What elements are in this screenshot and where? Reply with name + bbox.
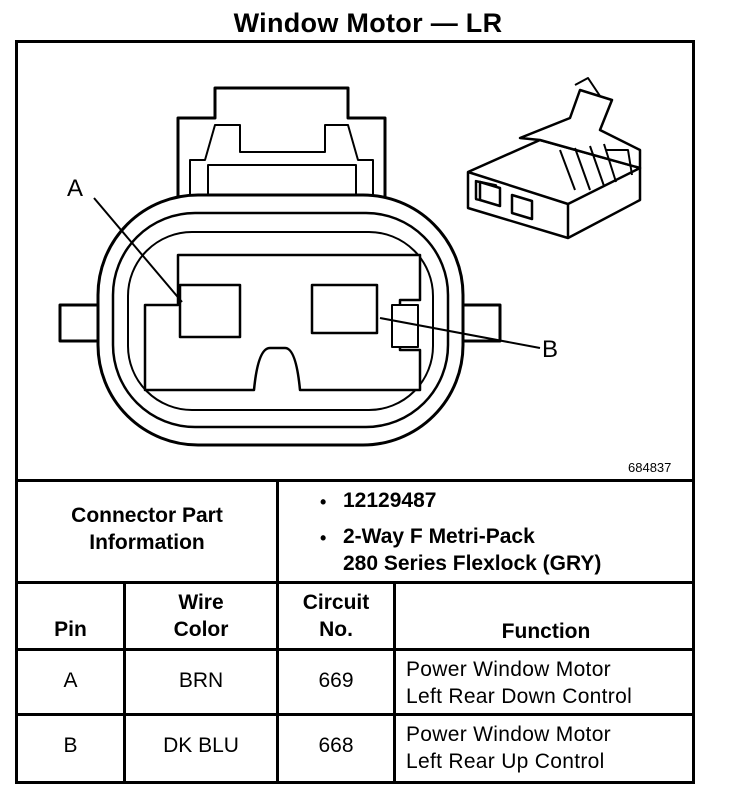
table-row-circuit: 668 <box>318 734 354 757</box>
leader-a <box>93 197 183 303</box>
connector-info-label: Connector Part Information <box>71 504 223 554</box>
table-row-function: Power Window Motor Left Rear Up Control <box>406 723 611 773</box>
connector-diagram <box>58 77 642 447</box>
divider <box>15 479 695 482</box>
page-title: Window Motor — LR <box>233 8 503 38</box>
header-function: Function <box>501 620 591 643</box>
table-row-wire-color: DK BLU <box>163 734 239 757</box>
left-tab <box>58 303 102 343</box>
divider <box>393 581 396 784</box>
callout-a: A <box>67 175 84 202</box>
header-pin: Pin <box>54 618 87 641</box>
divider <box>15 713 695 716</box>
connector-frame <box>15 40 695 784</box>
header-wire-color: Wire Color <box>173 591 229 641</box>
divider <box>15 648 695 651</box>
table-row-function: Power Window Motor Left Rear Down Contro… <box>406 658 633 708</box>
terminal-b <box>310 283 379 335</box>
divider <box>15 581 695 584</box>
leader-b <box>379 317 541 349</box>
divider <box>276 581 279 784</box>
connector-description-line2: 280 Series Flexlock (GRY) <box>343 552 602 575</box>
header-circuit: Circuit No. <box>302 591 370 641</box>
table-row-wire-color: BRN <box>178 669 224 692</box>
divider <box>276 479 279 583</box>
table-row-pin: A <box>63 669 78 692</box>
bullet: • <box>320 492 327 512</box>
table-row-pin: B <box>63 734 78 757</box>
callout-b: B <box>542 336 559 363</box>
right-tab <box>458 303 502 343</box>
figure-id: 684837 <box>628 460 672 475</box>
part-number: 12129487 <box>343 489 437 512</box>
latch <box>176 86 387 200</box>
connector-iso-view <box>466 77 642 240</box>
connector-description-line1: 2-Way F Metri-Pack <box>343 525 535 548</box>
table-row-circuit: 669 <box>318 669 354 692</box>
bullet: • <box>320 528 327 548</box>
divider <box>123 581 126 784</box>
terminal-a <box>178 283 242 339</box>
